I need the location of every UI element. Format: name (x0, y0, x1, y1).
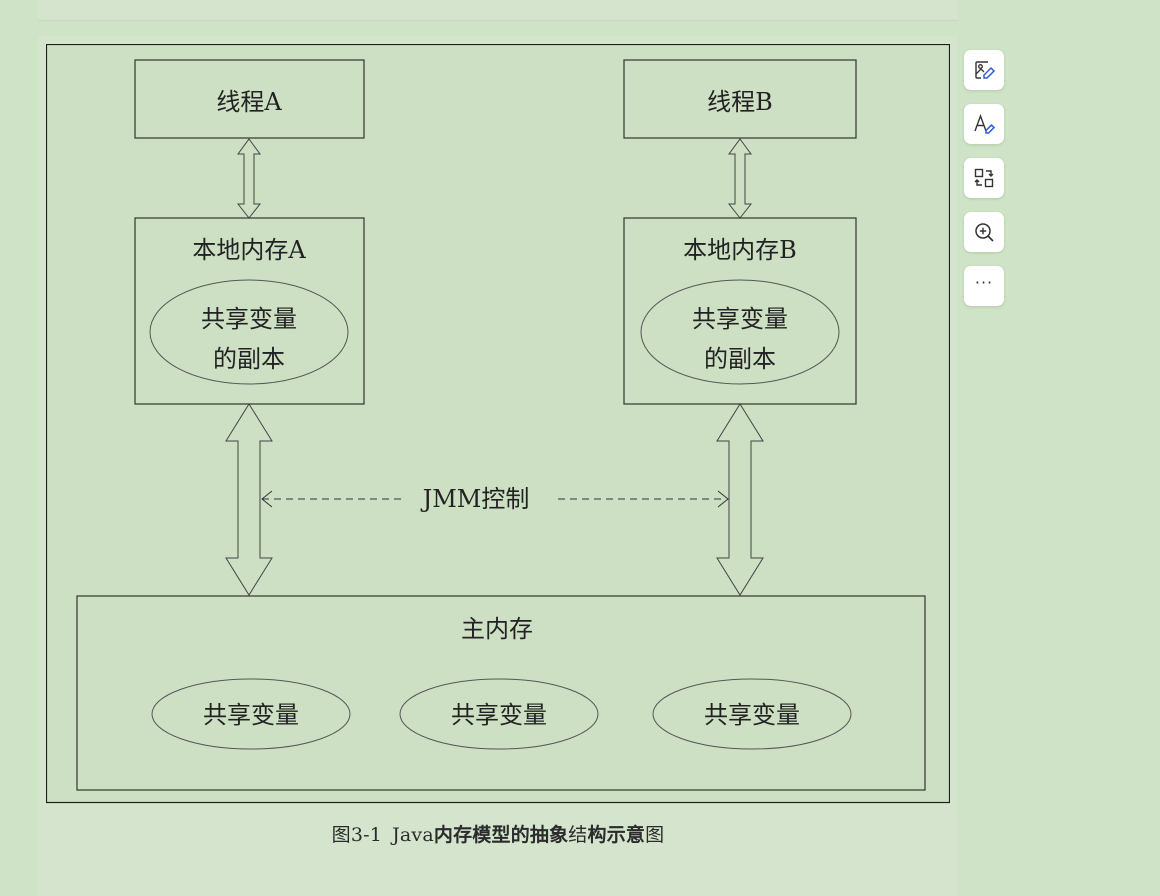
image-edit-button[interactable] (964, 50, 1004, 90)
more-button[interactable]: ··· (964, 266, 1004, 306)
jmm-diagram: 线程A 线程B 本地内存A 共享变量 的副本 本地内存B 共享变量 的副本 JM… (46, 44, 950, 804)
caption-number: 图3-1 (331, 824, 383, 846)
local-memory-b-label: 本地内存B (683, 236, 797, 264)
caption-middle: 结 (568, 824, 588, 846)
zoom-in-icon (972, 220, 996, 244)
shared-var-label-3: 共享变量 (704, 701, 800, 729)
figure-caption: 图3-1 Java内存模型的抽象结构示意图 (0, 820, 996, 847)
shared-var-ellipse-2 (399, 678, 599, 750)
jmm-right-arrowhead (717, 490, 729, 508)
jmm-left-arrowhead (261, 490, 273, 508)
caption-suffix: 图 (645, 824, 665, 846)
copy-a-line1: 共享变量 (201, 305, 297, 333)
copy-b-ellipse (640, 279, 840, 385)
caption-prefix: Java (392, 824, 434, 846)
shared-var-label-2: 共享变量 (451, 701, 547, 729)
thread-a-box (134, 59, 365, 139)
shared-var-ellipse-1 (151, 678, 351, 750)
main-memory-box (76, 595, 926, 791)
caption-bold-2: 构示意 (587, 824, 646, 846)
thread-a-label: 线程A (216, 88, 282, 116)
caption-bold-1: 内存模型的抽象 (433, 824, 569, 846)
jmm-label: JMM控制 (420, 485, 530, 513)
copy-b-line2: 的副本 (704, 345, 776, 373)
local-b-main-arrow (716, 403, 764, 596)
image-edit-icon (972, 58, 996, 82)
diagram-border (46, 44, 950, 804)
shared-var-ellipse-3 (652, 678, 852, 750)
copy-a-line2: 的副本 (213, 345, 285, 373)
side-toolbar: ··· (964, 50, 1004, 320)
more-icon: ··· (974, 273, 994, 292)
swap-button[interactable] (964, 158, 1004, 198)
thread-b-box (623, 59, 857, 139)
zoom-in-button[interactable] (964, 212, 1004, 252)
main-memory-label: 主内存 (461, 615, 533, 643)
previous-content-block (38, 0, 958, 21)
text-edit-button[interactable] (964, 104, 1004, 144)
swap-icon (972, 166, 996, 190)
local-memory-a-label: 本地内存A (192, 236, 306, 264)
thread-b-label: 线程B (707, 88, 773, 116)
local-a-main-arrow (225, 403, 273, 596)
copy-b-line1: 共享变量 (692, 305, 788, 333)
copy-a-ellipse (149, 279, 349, 385)
text-edit-icon (972, 112, 996, 136)
shared-var-label-1: 共享变量 (203, 701, 299, 729)
